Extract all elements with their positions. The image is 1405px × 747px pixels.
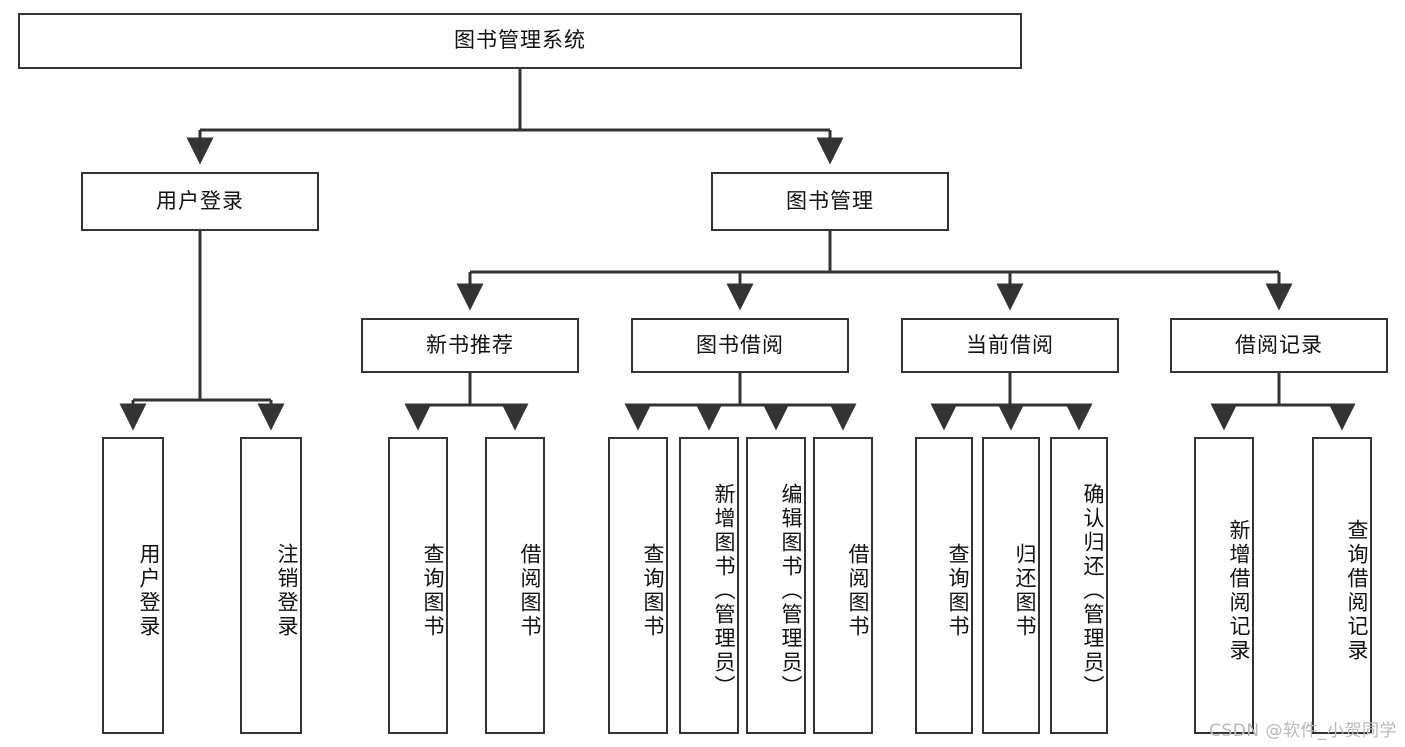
leaf-query-book-recommend[interactable]: 查询图书 [388,437,448,734]
leaf-query-book-borrow[interactable]: 查询图书 [608,437,668,734]
leaf-return-book-label: 归还图书 [1013,542,1037,639]
node-book-manage-label: 图书管理 [786,188,874,213]
node-current-borrow[interactable]: 当前借阅 [901,318,1119,373]
leaf-query-book-recommend-label: 查询图书 [421,542,445,639]
node-root[interactable]: 图书管理系统 [18,13,1022,69]
leaf-logout[interactable]: 注销登录 [240,437,302,734]
node-new-book-recommend-label: 新书推荐 [426,332,514,357]
node-new-book-recommend[interactable]: 新书推荐 [361,318,579,373]
leaf-borrow-book-label: 借阅图书 [846,542,870,639]
leaf-logout-label: 注销登录 [275,542,299,639]
node-root-label: 图书管理系统 [454,28,586,53]
leaf-query-borrow-record-label: 查询借阅记录 [1345,518,1369,663]
node-borrow-record-label: 借阅记录 [1235,332,1323,357]
leaf-edit-book-label: 编辑图书（管理员） [779,482,803,699]
csdn-watermark: CSDN @软件_小贺同学 [1209,721,1397,741]
leaf-borrow-book-recommend[interactable]: 借阅图书 [485,437,545,734]
leaf-return-book[interactable]: 归还图书 [982,437,1040,734]
leaf-confirm-return-label: 确认归还（管理员） [1081,482,1105,699]
leaf-add-borrow-record[interactable]: 新增借阅记录 [1194,437,1254,734]
node-user-login[interactable]: 用户登录 [81,172,319,231]
leaf-query-borrow-record[interactable]: 查询借阅记录 [1312,437,1372,734]
leaf-borrow-book[interactable]: 借阅图书 [813,437,873,734]
node-current-borrow-label: 当前借阅 [966,332,1054,357]
leaf-add-book-label: 新增图书（管理员） [712,482,736,699]
leaf-add-book[interactable]: 新增图书（管理员） [679,437,739,734]
leaf-query-book-current[interactable]: 查询图书 [915,437,973,734]
leaf-query-book-current-label: 查询图书 [946,542,970,639]
leaf-add-borrow-record-label: 新增借阅记录 [1227,518,1251,663]
leaf-user-login-label: 用户登录 [137,542,161,639]
node-book-borrow-label: 图书借阅 [696,332,784,357]
node-book-borrow[interactable]: 图书借阅 [631,318,849,373]
leaf-query-book-borrow-label: 查询图书 [641,542,665,639]
leaf-confirm-return[interactable]: 确认归还（管理员） [1050,437,1108,734]
node-borrow-record[interactable]: 借阅记录 [1170,318,1388,373]
leaf-user-login[interactable]: 用户登录 [102,437,164,734]
leaf-edit-book[interactable]: 编辑图书（管理员） [746,437,806,734]
node-book-manage[interactable]: 图书管理 [711,172,949,231]
node-user-login-label: 用户登录 [156,188,244,213]
leaf-borrow-book-recommend-label: 借阅图书 [518,542,542,639]
